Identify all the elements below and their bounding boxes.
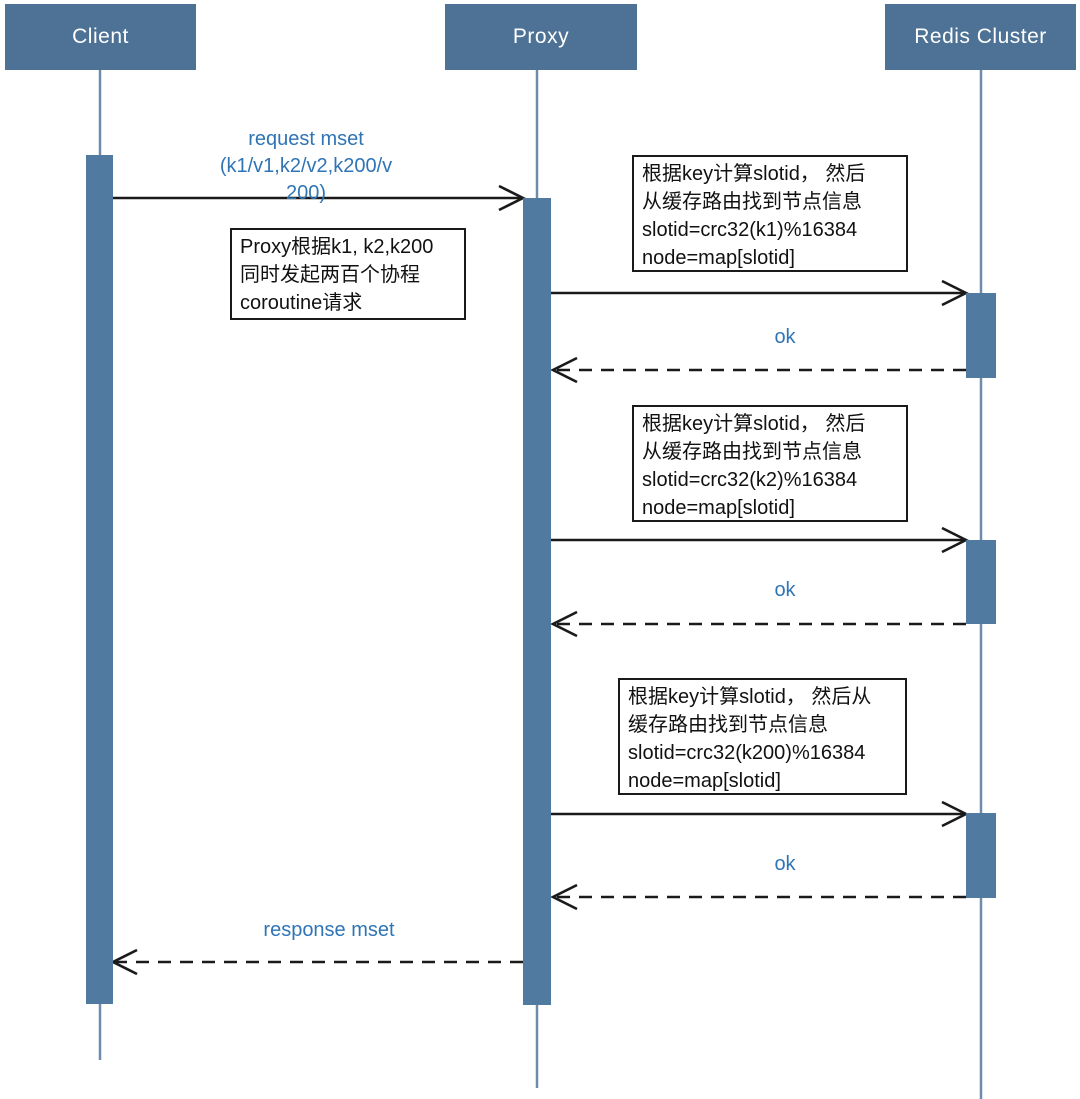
note-line: 根据key计算slotid， 然后 — [642, 163, 866, 185]
note-line: node=map[slotid] — [628, 770, 781, 792]
note-line: slotid=crc32(k200)%16384 — [628, 742, 866, 764]
arrow-head — [550, 356, 578, 384]
label-ok-3: ok — [774, 853, 796, 875]
note-line: Proxy根据k1, k2,k200 — [240, 236, 434, 258]
label-ok-2: ok — [774, 579, 796, 601]
label-request-mset: request mset (k1/v1,k2/v2,k200/v 200) — [219, 128, 393, 204]
label-ok-1: ok — [774, 326, 796, 348]
actor-proxy: Proxy — [445, 4, 637, 70]
arrow-head — [110, 948, 138, 976]
note-slot-k2: 根据key计算slotid， 然后 从缓存路由找到节点信息 slotid=crc… — [632, 405, 908, 522]
arrow-response-mset — [110, 948, 523, 976]
note-slot-k1: 根据key计算slotid， 然后 从缓存路由找到节点信息 slotid=crc… — [632, 155, 908, 272]
note-line: 缓存路由找到节点信息 — [628, 714, 828, 736]
label-response-mset: response mset — [263, 919, 395, 941]
note-line: node=map[slotid] — [642, 247, 795, 269]
activation-redis-1 — [966, 293, 996, 378]
activation-client — [86, 155, 113, 1004]
note-line: 从缓存路由找到节点信息 — [642, 191, 862, 213]
actor-client: Client — [5, 4, 196, 70]
actor-redis-cluster: Redis Cluster — [885, 4, 1076, 70]
note-line: coroutine请求 — [240, 292, 363, 314]
note-slot-k200: 根据key计算slotid， 然后从 缓存路由找到节点信息 slotid=crc… — [618, 678, 907, 795]
note-line: 根据key计算slotid， 然后 — [642, 413, 866, 435]
arrow-proxy-to-redis-3 — [551, 800, 969, 828]
arrow-head — [550, 610, 578, 638]
note-line: node=map[slotid] — [642, 497, 795, 519]
arrow-ok-1 — [550, 356, 966, 384]
arrow-ok-3 — [550, 883, 966, 911]
arrow-proxy-to-redis-2 — [551, 526, 969, 554]
arrow-head — [550, 883, 578, 911]
arrow-proxy-to-redis-1 — [551, 279, 969, 307]
note-line: 根据key计算slotid， 然后从 — [628, 686, 872, 708]
note-line: slotid=crc32(k1)%16384 — [642, 219, 858, 241]
activation-redis-2 — [966, 540, 996, 624]
arrow-ok-2 — [550, 610, 966, 638]
activation-redis-3 — [966, 813, 996, 898]
note-line: slotid=crc32(k2)%16384 — [642, 469, 858, 491]
note-line: 从缓存路由找到节点信息 — [642, 441, 862, 463]
activation-proxy — [523, 198, 551, 1005]
note-line: 同时发起两百个协程 — [240, 264, 420, 286]
note-proxy-fanout: Proxy根据k1, k2,k200 同时发起两百个协程 coroutine请求 — [230, 228, 466, 320]
